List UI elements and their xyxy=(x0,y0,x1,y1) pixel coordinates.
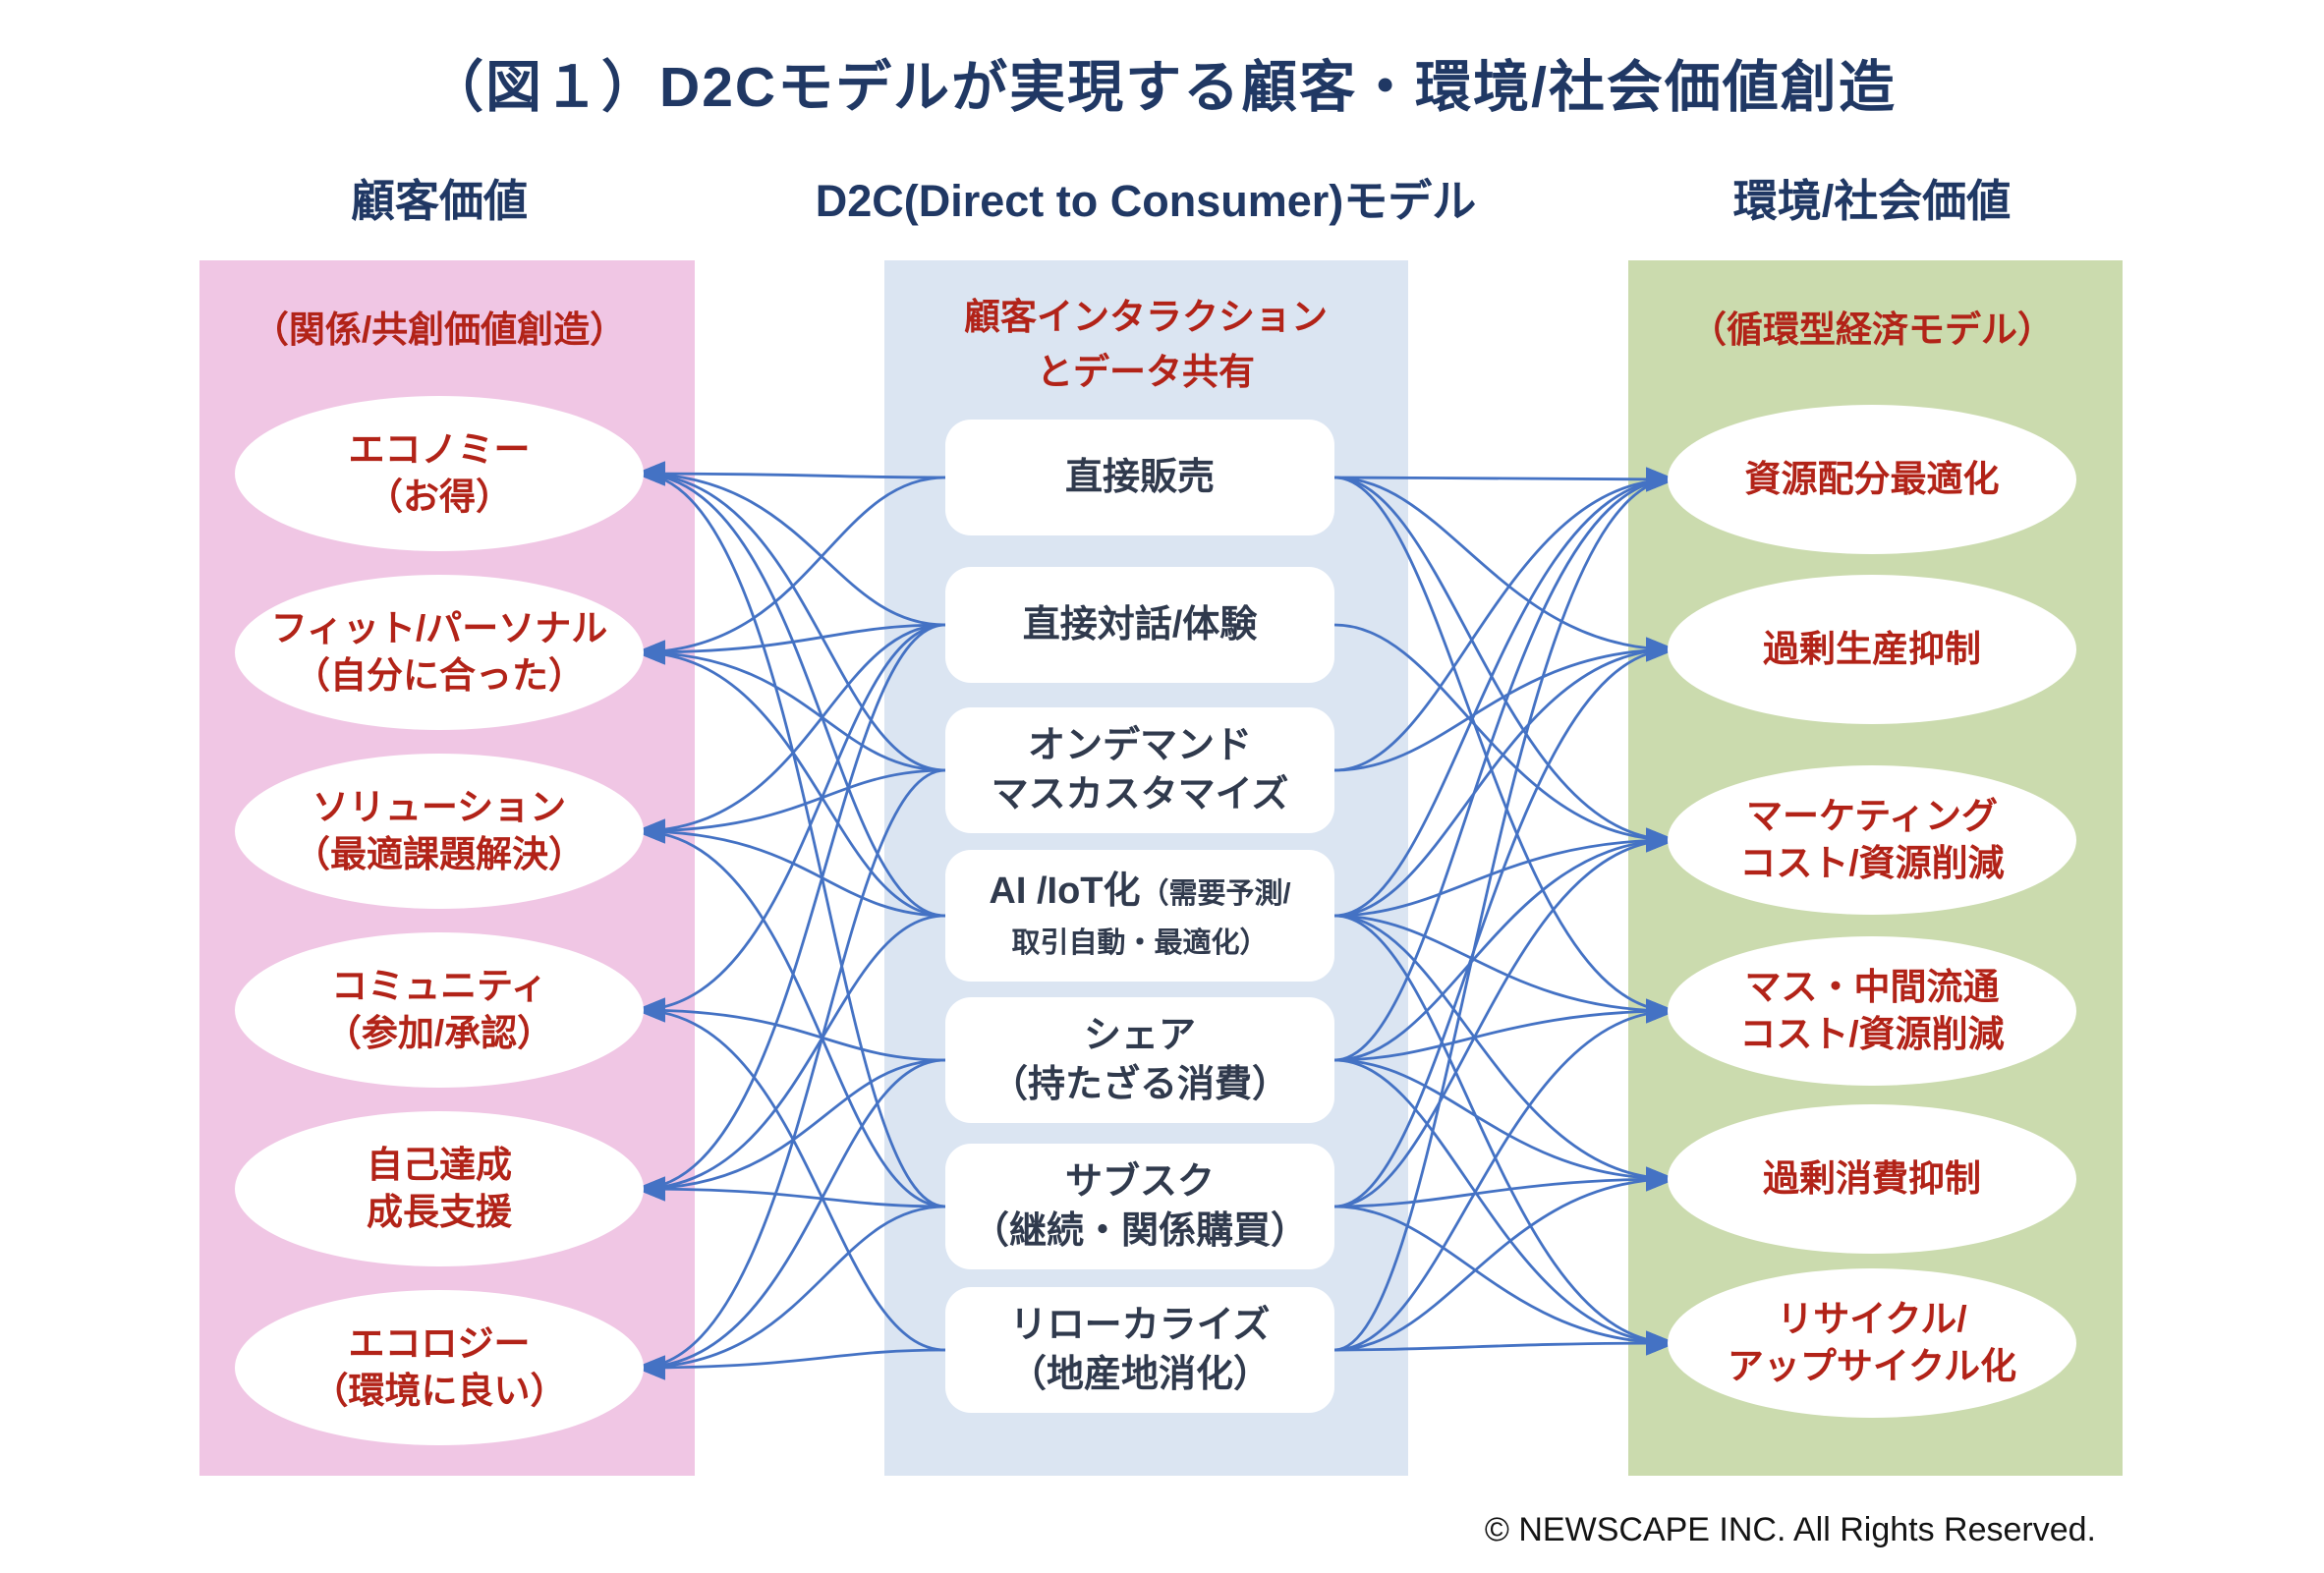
box-text-line: 直接対話/体験 xyxy=(1023,600,1258,649)
customer-value-oval: フィット/パーソナル （自分に合った） xyxy=(235,575,644,730)
env-social-value-subheader: （循環型経済モデル） xyxy=(1690,309,2054,350)
box-text-main: （地産地消化） xyxy=(1008,1354,1271,1395)
env-social-value-oval: リサイクル/アップサイクル化 xyxy=(1668,1268,2076,1418)
env-social-value-oval: 資源配分最適化 xyxy=(1668,405,2076,554)
oval-text-line: 資源配分最適化 xyxy=(1744,458,2000,499)
customer-value-oval: エコロジー （環境に良い） xyxy=(235,1290,644,1445)
oval-text-line: フィット/パーソナル xyxy=(270,607,608,648)
box-text-line: （持たざる消費） xyxy=(991,1060,1289,1109)
oval-text-line: コミュニティ xyxy=(331,965,547,1006)
oval-text-line: （自分に合った） xyxy=(294,655,585,696)
customer-value-oval: 自己達成成長支援 xyxy=(235,1111,644,1266)
d2c-model-box: サブスク （継続・関係購買） xyxy=(945,1144,1334,1269)
oval-text-line: 過剰生産抑制 xyxy=(1763,628,1981,669)
d2c-model-box: シェア （持たざる消費） xyxy=(945,997,1334,1123)
d2c-model-box: リローカライズ （地産地消化） xyxy=(945,1287,1334,1413)
box-text-line: オンデマンド xyxy=(1028,721,1252,770)
oval-text-line: リサイクル/ xyxy=(1777,1298,1967,1339)
oval-text-line: 過剰消費抑制 xyxy=(1763,1157,1981,1199)
box-text-main: 直接対話/体験 xyxy=(1022,603,1258,646)
box-text-main: （持たざる消費） xyxy=(990,1064,1289,1105)
d2c-model-subheader-line1: 顧客インタラクション xyxy=(964,297,1328,337)
oval-text-line: （参加/承認） xyxy=(324,1013,554,1053)
oval-text-line: アップサイクル化 xyxy=(1727,1346,2017,1386)
oval-text-line: コスト/資源削減 xyxy=(1739,843,2005,883)
figure-title: （図１）D2Cモデルが実現する顧客・環境/社会価値創造 xyxy=(427,56,1897,119)
d2c-model-subheader: 顧客インタラクション とデータ共有 xyxy=(964,290,1328,399)
box-text-main: シェア xyxy=(1083,1014,1196,1056)
oval-text-line: エコノミー xyxy=(348,428,531,470)
env-social-value-oval: 過剰消費抑制 xyxy=(1668,1104,2076,1254)
oval-text-line: マス・中間流通 xyxy=(1744,966,2000,1007)
box-text-line: 取引自動・最適化） xyxy=(1011,916,1268,965)
oval-text-line: 成長支援 xyxy=(367,1192,512,1232)
d2c-model-box: オンデマンドマスカスタマイズ xyxy=(945,707,1334,833)
customer-value-oval: コミュニティ （参加/承認） xyxy=(235,932,644,1088)
d2c-model-subheader-line2: とデータ共有 xyxy=(1037,351,1255,392)
d2c-model-header: D2C(Direct to Consumer)モデル xyxy=(815,176,1477,226)
oval-text-line: （最適課題解決） xyxy=(294,834,585,874)
oval-text-line: 自己達成 xyxy=(367,1144,512,1185)
env-social-value-oval: マス・中間流通コスト/資源削減 xyxy=(1668,936,2076,1086)
box-text-note: 取引自動・最適化） xyxy=(1011,927,1269,959)
oval-text-line: （環境に良い） xyxy=(312,1371,567,1411)
box-text-main: マスカスタマイズ xyxy=(991,774,1289,815)
oval-text-line: （お得） xyxy=(367,477,512,517)
box-text-main: 直接販売 xyxy=(1064,456,1215,498)
box-text-main: （継続・関係購買） xyxy=(971,1210,1308,1252)
box-text-line: AI /IoT化（需要予測/ xyxy=(989,867,1290,916)
env-social-value-header: 環境/社会価値 xyxy=(1732,176,2012,226)
oval-text-line: マーケティング xyxy=(1745,795,1999,836)
box-text-line: 直接販売 xyxy=(1065,453,1215,502)
copyright-note: © NEWSCAPE INC. All Rights Reserved. xyxy=(1484,1511,2096,1548)
box-text-line: （地産地消化） xyxy=(1009,1350,1271,1399)
customer-value-oval: ソリューション （最適課題解決） xyxy=(235,754,644,909)
box-text-note: （需要予測/ xyxy=(1140,877,1291,910)
customer-value-oval: エコノミー （お得） xyxy=(235,396,644,551)
customer-value-header: 顧客価値 xyxy=(350,176,529,226)
box-text-line: リローカライズ xyxy=(1010,1301,1271,1350)
box-text-main: リローカライズ xyxy=(1009,1304,1271,1346)
oval-text-line: コスト/資源削減 xyxy=(1739,1014,2005,1054)
oval-text-line: エコロジー xyxy=(348,1322,531,1364)
box-text-main: サブスク xyxy=(1064,1160,1215,1203)
box-text-main: AI /IoT化 xyxy=(989,870,1141,912)
box-text-line: シェア xyxy=(1084,1011,1196,1060)
d2c-model-box: AI /IoT化（需要予測/取引自動・最適化） xyxy=(945,850,1334,982)
box-text-main: オンデマンド xyxy=(1027,724,1252,766)
box-text-line: （継続・関係購買） xyxy=(972,1207,1308,1256)
box-text-line: マスカスタマイズ xyxy=(992,770,1289,819)
oval-text-line: ソリューション xyxy=(312,786,567,827)
customer-value-subheader: （関係/共創価値創造） xyxy=(252,309,627,350)
env-social-value-oval: 過剰生産抑制 xyxy=(1668,575,2076,724)
d2c-model-box: 直接対話/体験 xyxy=(945,567,1334,683)
d2c-model-box: 直接販売 xyxy=(945,420,1334,535)
env-social-value-oval: マーケティングコスト/資源削減 xyxy=(1668,765,2076,915)
box-text-line: サブスク xyxy=(1065,1157,1215,1207)
